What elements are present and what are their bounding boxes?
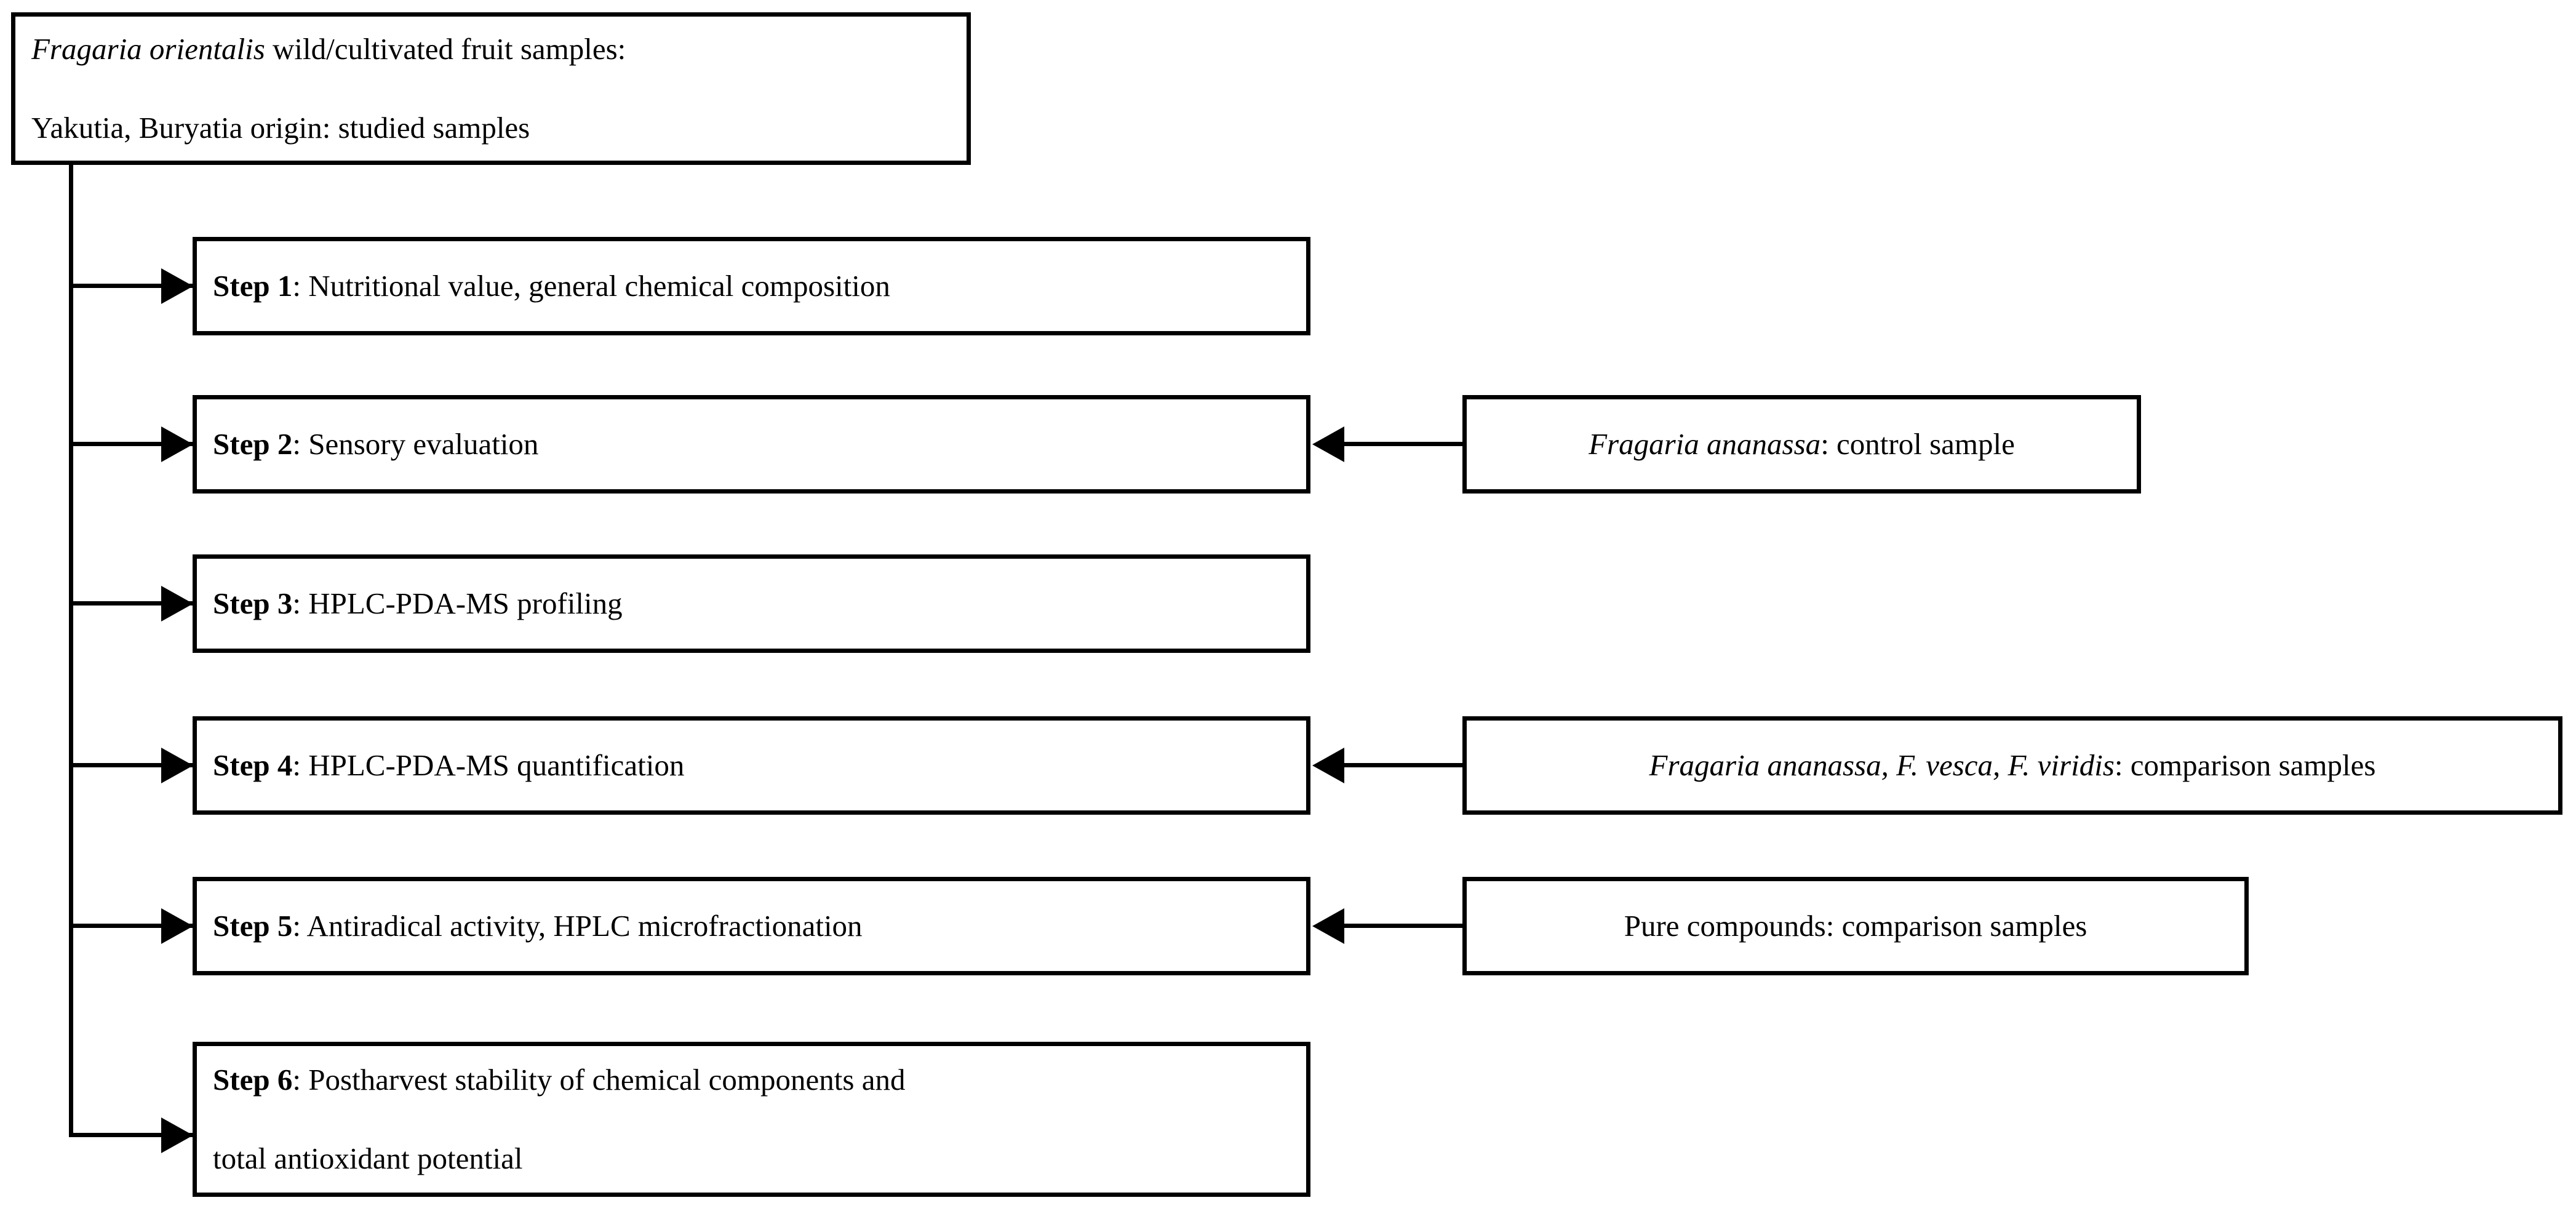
step-3-text: Step 3: HPLC-PDA-MS profiling bbox=[197, 584, 639, 623]
step-6-text: Step 6: Postharvest stability of chemica… bbox=[197, 1021, 921, 1217]
step-5-description: Antiradical activity, HPLC microfraction… bbox=[306, 909, 863, 943]
step-6-separator: : bbox=[292, 1063, 309, 1097]
connector-line-step-3 bbox=[71, 601, 197, 606]
step-4-separator: : bbox=[292, 748, 309, 783]
arrowhead-comparison-samples bbox=[1312, 748, 1344, 783]
step-2-label: Step 2 bbox=[213, 427, 293, 462]
connector-line-step-5 bbox=[71, 924, 197, 928]
step-4-text: Step 4: HPLC-PDA-MS quantification bbox=[197, 746, 700, 785]
step-6-line2: total antioxidant potential bbox=[213, 1141, 523, 1175]
arrowhead-step-6 bbox=[161, 1117, 193, 1153]
arrowhead-step-2 bbox=[161, 426, 193, 462]
comparison-samples-text: Fragaria ananassa, F. vesca, F. viridis:… bbox=[1467, 746, 2558, 785]
step-1-box: Step 1: Nutritional value, general chemi… bbox=[193, 237, 1310, 335]
connector-line-step-6 bbox=[71, 1133, 197, 1137]
step-4-label: Step 4 bbox=[213, 748, 293, 783]
pure-compounds-plain: Pure compounds: comparison samples bbox=[1624, 909, 2088, 943]
comparison-samples-plain: : comparison samples bbox=[2114, 748, 2376, 783]
arrowhead-step-5 bbox=[161, 908, 193, 944]
step-2-description: Sensory evaluation bbox=[308, 427, 539, 462]
source-sample-line2: Yakutia, Buryatia origin: studied sample… bbox=[31, 110, 530, 145]
connector-line-control-sample bbox=[1344, 442, 1462, 446]
connector-line-comparison-samples bbox=[1344, 763, 1462, 767]
pure-compounds-text: Pure compounds: comparison samples bbox=[1467, 906, 2244, 946]
step-2-text: Step 2: Sensory evaluation bbox=[197, 425, 554, 464]
step-4-description: HPLC-PDA-MS quantification bbox=[308, 748, 685, 783]
source-sample-text: Fragaria orientalis wild/cultivated frui… bbox=[15, 0, 642, 186]
step-6-label: Step 6 bbox=[213, 1063, 293, 1097]
arrowhead-step-3 bbox=[161, 586, 193, 621]
step-1-separator: : bbox=[292, 269, 309, 303]
step-1-text: Step 1: Nutritional value, general chemi… bbox=[197, 266, 906, 306]
step-3-separator: : bbox=[292, 586, 309, 621]
vertical-connector-spine bbox=[69, 161, 73, 1137]
source-sample-line1-rest: wild/cultivated fruit samples: bbox=[265, 32, 626, 66]
source-sample-box: Fragaria orientalis wild/cultivated frui… bbox=[11, 12, 971, 165]
step-6-line1: Step 6: Postharvest stability of chemica… bbox=[213, 1060, 905, 1100]
step-2-box: Step 2: Sensory evaluation bbox=[193, 395, 1310, 494]
arrowhead-pure-compounds bbox=[1312, 908, 1344, 944]
control-sample-text: Fragaria ananassa: control sample bbox=[1467, 425, 2137, 464]
connector-line-pure-compounds bbox=[1344, 924, 1462, 928]
step-6-box: Step 6: Postharvest stability of chemica… bbox=[193, 1042, 1310, 1197]
connector-line-step-4 bbox=[71, 763, 197, 767]
control-sample-box: Fragaria ananassa: control sample bbox=[1462, 395, 2141, 494]
step-1-description: Nutritional value, general chemical comp… bbox=[308, 269, 890, 303]
arrowhead-control-sample bbox=[1312, 426, 1344, 462]
connector-line-step-1 bbox=[71, 284, 197, 288]
step-5-text: Step 5: Antiradical activity, HPLC micro… bbox=[197, 906, 879, 946]
step-3-box: Step 3: HPLC-PDA-MS profiling bbox=[193, 554, 1310, 653]
step-3-label: Step 3 bbox=[213, 586, 293, 621]
connector-line-step-2 bbox=[71, 442, 197, 446]
source-sample-line1: Fragaria orientalis wild/cultivated frui… bbox=[31, 30, 626, 69]
step-5-separator: : bbox=[292, 909, 307, 943]
arrowhead-step-1 bbox=[161, 268, 193, 304]
step-3-description: HPLC-PDA-MS profiling bbox=[308, 586, 623, 621]
step-5-label: Step 5 bbox=[213, 909, 293, 943]
control-sample-plain: : control sample bbox=[1820, 427, 2015, 462]
step-6-description: Postharvest stability of chemical compon… bbox=[308, 1063, 906, 1097]
comparison-samples-box: Fragaria ananassa, F. vesca, F. viridis:… bbox=[1462, 716, 2562, 815]
arrowhead-step-4 bbox=[161, 748, 193, 783]
species-name-fragaria-orientalis: Fragaria orientalis bbox=[31, 32, 265, 66]
step-2-separator: : bbox=[292, 427, 309, 462]
step-4-box: Step 4: HPLC-PDA-MS quantification bbox=[193, 716, 1310, 815]
species-names-comparison: Fragaria ananassa, F. vesca, F. viridis bbox=[1649, 748, 2115, 783]
step-5-box: Step 5: Antiradical activity, HPLC micro… bbox=[193, 877, 1310, 975]
step-1-label: Step 1 bbox=[213, 269, 293, 303]
pure-compounds-box: Pure compounds: comparison samples bbox=[1462, 877, 2249, 975]
species-name-fragaria-ananassa-control: Fragaria ananassa bbox=[1589, 427, 1821, 462]
